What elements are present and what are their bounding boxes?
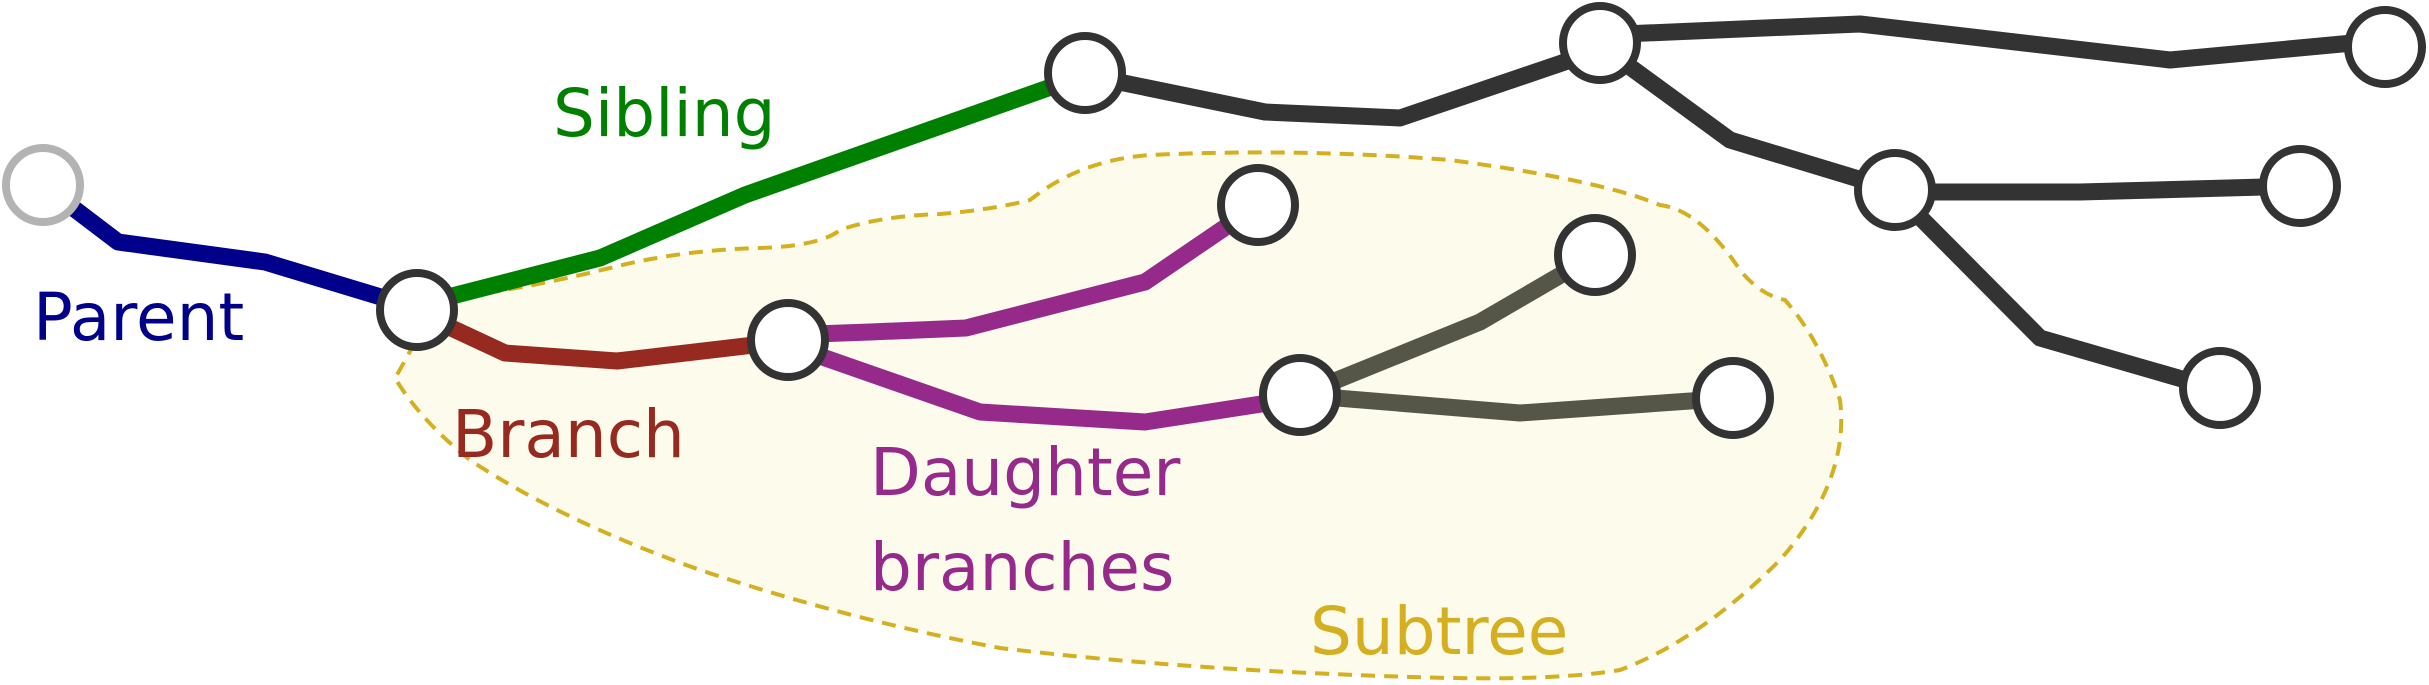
subtree-label: Subtree [1310, 593, 1568, 670]
branch-label: Branch [452, 396, 685, 473]
other-branch-down [1594, 38, 1898, 199]
other-branch-main [1083, 41, 1603, 127]
daughter-branches-label-line1: Daughter [870, 434, 1181, 511]
sibling-end-node [1044, 32, 1126, 114]
parent-line [37, 178, 420, 317]
parent-label: Parent [33, 279, 244, 356]
daughter-upper-end-node [1217, 164, 1299, 246]
daughter-lower-node [1259, 354, 1341, 436]
other-top-node [1559, 2, 1641, 84]
grandchild-upper-end-node [1554, 214, 1636, 296]
daughter-split-node [747, 299, 829, 381]
daughter-branch-upper [787, 197, 1263, 344]
daughter-branch-lower [785, 336, 1302, 431]
other-right-end-node [2259, 145, 2341, 227]
other-branch-right [1895, 177, 2301, 201]
other-branch-lower [1888, 186, 2223, 399]
other-far-right-node [2344, 6, 2426, 88]
branch-point-node [376, 269, 458, 351]
sibling-line [414, 66, 1088, 314]
grandchild-lower-end-node [1692, 357, 1774, 439]
other-middle-node [1854, 149, 1936, 231]
daughter-branches-label-line2: branches [870, 529, 1174, 606]
sibling-label: Sibling [553, 75, 776, 152]
grandchild-branch-upper [1296, 247, 1600, 403]
branch-line [413, 304, 789, 370]
root-node [2, 144, 84, 226]
grandchild-branch-lower [1299, 386, 1734, 422]
other-lower-end-node [2179, 347, 2261, 429]
other-branch-top [1599, 15, 2386, 69]
